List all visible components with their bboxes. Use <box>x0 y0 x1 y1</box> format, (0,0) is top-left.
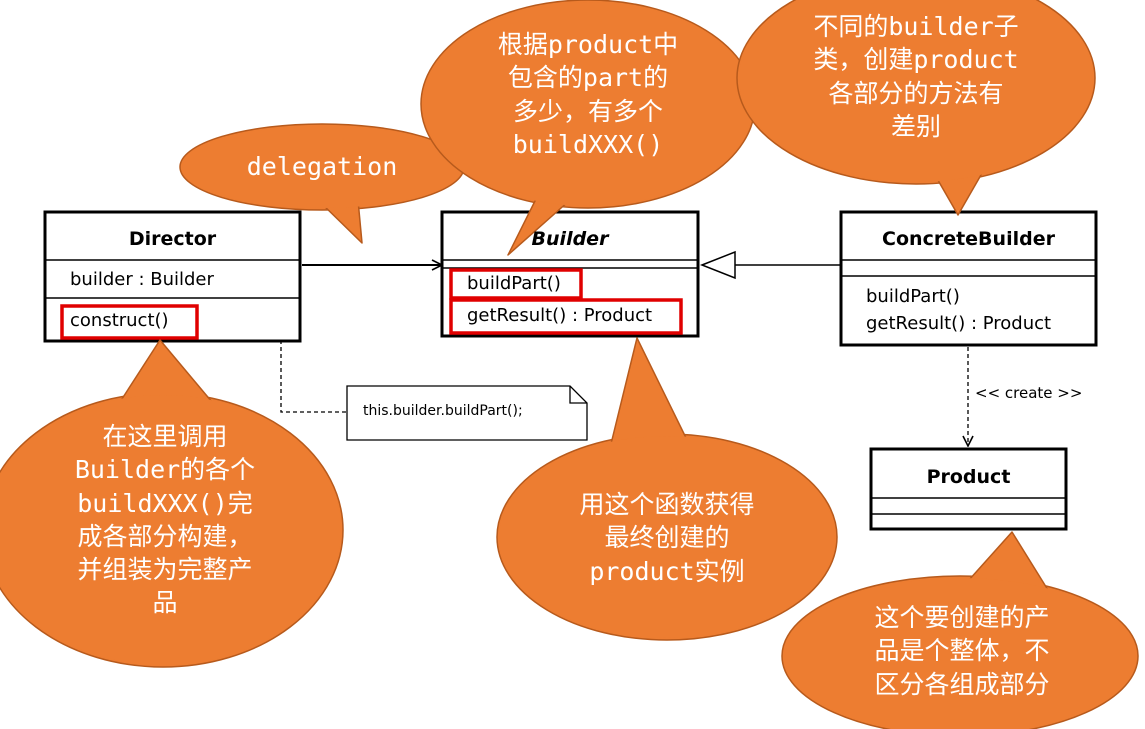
class-product <box>869 447 1068 531</box>
note-text: this.builder.buildPart(); <box>363 403 523 419</box>
highlight-buildpart <box>449 268 583 300</box>
director-class-name: Director <box>128 228 217 250</box>
generalization-arrowhead <box>699 250 736 280</box>
bubble-product-whole-text: 这个要创建的产 品是个整体，不 区分各组成部分 <box>874 603 1050 699</box>
note-connector <box>280 333 350 413</box>
bubble-product-whole <box>781 531 1139 729</box>
bubble-part-count-text: 根据product中 包含的part的 多少，有多个 buildXXX() <box>497 30 679 159</box>
note-box <box>346 385 588 441</box>
concrete-builder-method-buildpart: buildPart() <box>866 286 960 307</box>
class-builder <box>440 210 700 338</box>
bubble-subclass <box>736 0 1096 216</box>
highlight-construct <box>60 304 199 340</box>
concrete-builder-method-getresult: getResult() : Product <box>866 313 1052 334</box>
builder-class-name: Builder <box>531 228 609 250</box>
create-stereotype-label: << create >> <box>975 384 1083 402</box>
builder-method-buildpart: buildPart() <box>467 273 561 294</box>
bubble-construct-call <box>0 339 344 668</box>
bubble-construct-call-text: 在这里调用 Builder的各个 buildXXX()完 成各部分构建， 并组装… <box>74 422 256 618</box>
bubble-get-result-text: 用这个函数获得 最终创建的 product实例 <box>579 490 755 586</box>
bubble-delegation <box>179 123 465 244</box>
note-fold <box>569 386 587 404</box>
class-director <box>43 210 302 343</box>
class-concrete-builder <box>839 210 1098 347</box>
concrete-builder-class-name: ConcreteBuilder <box>882 228 1055 250</box>
bubble-delegation-text: delegation <box>246 152 398 181</box>
director-method-construct: construct() <box>70 310 169 331</box>
director-attribute: builder : Builder <box>70 269 214 290</box>
bubble-subclass-text: 不同的builder子 类，创建product 各部分的方法有 差别 <box>813 12 1019 141</box>
highlight-getresult <box>449 298 683 335</box>
bubble-get-result <box>496 337 838 641</box>
builder-method-getresult: getResult() : Product <box>467 305 653 326</box>
product-class-name: Product <box>926 466 1011 488</box>
bubble-part-count <box>420 0 756 256</box>
